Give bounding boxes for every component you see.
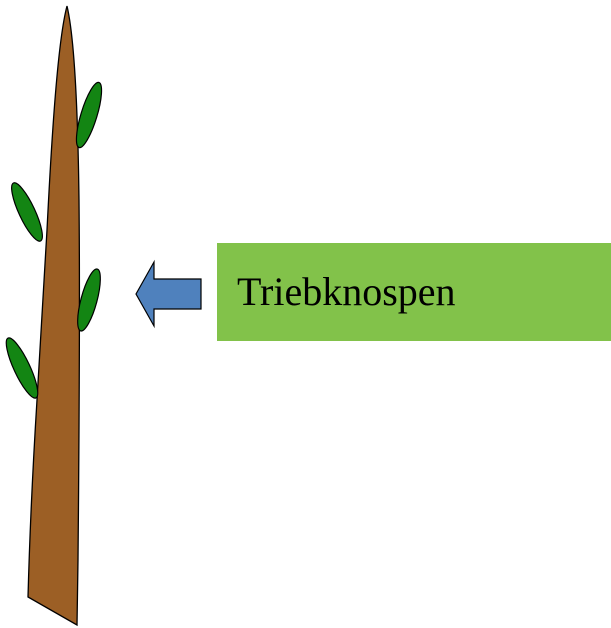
label-box: Triebknospen	[217, 243, 611, 341]
bud-middle-right	[77, 268, 101, 332]
label-triebknospen: Triebknospen	[237, 269, 456, 314]
stem	[27, 5, 81, 627]
bud-lower-left	[5, 337, 39, 399]
left-arrow-icon	[135, 259, 202, 329]
bud-upper-right	[75, 81, 103, 149]
bud-upper-left	[11, 182, 43, 242]
label-background	[217, 243, 611, 341]
